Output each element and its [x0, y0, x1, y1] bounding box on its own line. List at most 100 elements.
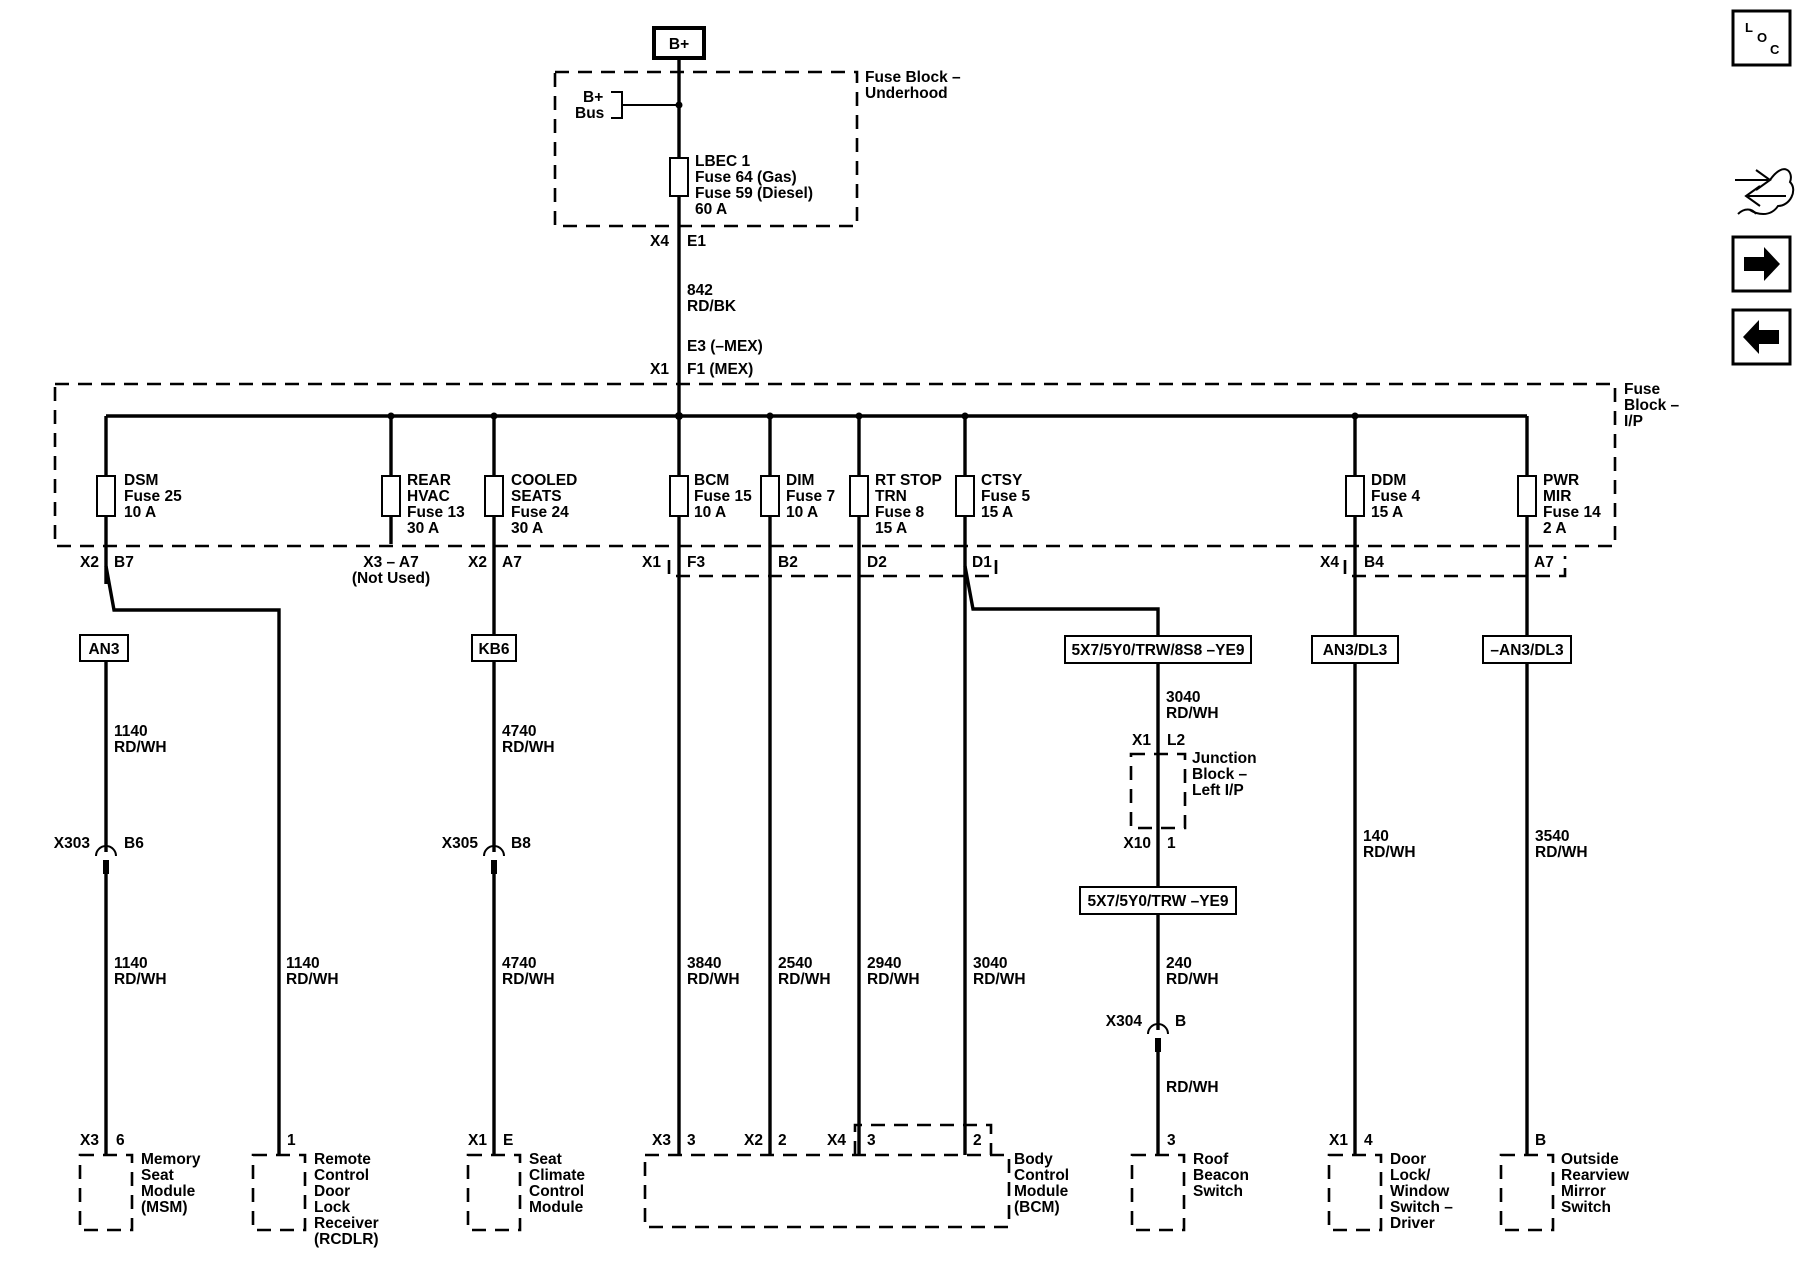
beacon-line-2: Beacon — [1193, 1167, 1249, 1184]
bcm-conn-x4: X4 — [827, 1132, 846, 1149]
ctsy-circuit: 3040 — [973, 955, 1007, 972]
mirror-line-3: Mirror — [1561, 1183, 1606, 1200]
rtstop-pin: D2 — [867, 554, 887, 571]
fuse-rear-hvac: REAR HVAC Fuse 13 30 A X3 – A7 (Not Used… — [352, 416, 465, 587]
cooled-line-2: SEATS — [511, 488, 562, 505]
rcdlr-line-5: Receiver — [314, 1215, 379, 1232]
loc-letter-l: L — [1745, 20, 1753, 35]
beacon-line-3: Switch — [1193, 1183, 1243, 1200]
hvac-conn: X3 – A7 — [363, 554, 418, 571]
dsm-conn: X2 — [80, 554, 99, 571]
fuse-block-ip: Fuse Block – I/P — [53, 381, 1680, 548]
beacon-pin: 3 — [1167, 1132, 1176, 1149]
junction-conn-x10: X10 — [1123, 835, 1151, 852]
option-kb6-box — [471, 634, 517, 662]
ddm-conn: X4 — [1320, 554, 1339, 571]
rtstop-line-1: RT STOP — [875, 472, 942, 489]
cooled-pin: A7 — [502, 554, 522, 571]
arrow-left-icon[interactable] — [1731, 308, 1792, 366]
dsm-upper-color: RD/WH — [114, 739, 167, 756]
msm-conn: X3 — [80, 1132, 99, 1149]
bcm-conn-x2: X2 — [744, 1132, 763, 1149]
mirror-line-1: Outside — [1561, 1151, 1619, 1168]
dim-pin: B2 — [778, 554, 798, 571]
bcm-line-1: Body — [1014, 1151, 1053, 1168]
mirror-pin: B — [1535, 1132, 1546, 1149]
mirror-circuit: 3540 — [1535, 828, 1569, 845]
lbec-line-2: Fuse 64 (Gas) — [695, 169, 797, 186]
lbec-fuse — [669, 157, 689, 197]
dsm-line-2: Fuse 25 — [124, 488, 182, 505]
x304-pin: B — [1175, 1013, 1186, 1030]
rcdlr-circuit: 1140 — [286, 955, 320, 972]
option-an3-box — [79, 634, 129, 662]
fuse-dsm: DSM Fuse 25 10 A X2 B7 — [80, 416, 182, 584]
x303-pin: B6 — [124, 835, 144, 852]
option-junction-box — [1079, 886, 1237, 915]
ip-title-1: Fuse — [1624, 381, 1661, 398]
bcm-fuse-conn: X1 — [642, 554, 661, 571]
door-conn: X1 — [1329, 1132, 1348, 1149]
pwrmir-pin: A7 — [1534, 554, 1554, 571]
beacon-mid-circuit: 240 — [1166, 955, 1192, 972]
fuse-dim: DIM Fuse 7 10 A B2 — [760, 416, 835, 1155]
bus-label-1: B+ — [583, 89, 603, 106]
ctsy-color: RD/WH — [973, 971, 1026, 988]
location-icon[interactable]: L O C — [1731, 9, 1792, 67]
cooled-line-4: 30 A — [511, 520, 543, 537]
ddm-circuit: 140 — [1363, 828, 1389, 845]
scm-line-4: Module — [529, 1199, 584, 1216]
x305-pin: B8 — [511, 835, 531, 852]
feed-wire-labels: 842 RD/BK E3 (–MEX) X1 F1 (MEX) — [650, 282, 763, 378]
arrow-right-icon[interactable] — [1731, 235, 1792, 293]
mirror-line-4: Switch — [1561, 1199, 1611, 1216]
hvac-line-3: Fuse 13 — [407, 504, 465, 521]
dsm-branch: AN3 1140 RD/WH X303 B6 1140 RD/WH 1140 R… — [54, 565, 339, 1155]
scm-pin: E — [503, 1132, 513, 1149]
schematic-flow-icon[interactable] — [1735, 168, 1795, 215]
dsm-pin: B7 — [114, 554, 134, 571]
seat-climate-control-module: X1 E Seat Climate Control Module — [466, 1132, 585, 1232]
fuse-bcm: BCM Fuse 15 10 A X1 F3 — [642, 416, 752, 1155]
x305-label: X305 — [442, 835, 479, 852]
outside-mirror-switch: B Outside Rearview Mirror Switch — [1499, 1132, 1630, 1232]
battery-source: B+ — [652, 26, 706, 60]
bcm-conn-x3: X3 — [652, 1132, 671, 1149]
ctsy-line-2: Fuse 5 — [981, 488, 1030, 505]
cooled-conn: X2 — [468, 554, 487, 571]
cooled-line-3: Fuse 24 — [511, 504, 569, 521]
rcdlr-line-3: Door — [314, 1183, 350, 1200]
cooled-upper-color: RD/WH — [502, 739, 555, 756]
door-line-2: Lock/ — [1390, 1167, 1431, 1184]
bcm-fuse-line-1: BCM — [694, 472, 729, 489]
bcm-fuse-line-2: Fuse 15 — [694, 488, 752, 505]
dim-line-2: Fuse 7 — [786, 488, 835, 505]
ctsy-pin: D1 — [972, 554, 992, 571]
dsm-lower-color: RD/WH — [114, 971, 167, 988]
option-not-an3dl3-label: –AN3/DL3 — [1490, 642, 1564, 659]
rtstop-line-2: TRN — [875, 488, 907, 505]
option-ctsy-label: 5X7/5Y0/TRW/8S8 –YE9 — [1072, 642, 1245, 659]
ctsy-beacon-branch: 5X7/5Y0/TRW/8S8 –YE9 3040 RD/WH X1 L2 Ju… — [963, 565, 1257, 1155]
beacon-low-color: RD/WH — [1166, 1079, 1219, 1096]
lbec-line-1: LBEC 1 — [695, 153, 751, 170]
bcm-fuse-pin: F3 — [687, 554, 705, 571]
feed-conn-x1: X1 — [650, 361, 669, 378]
rtstop-line-4: 15 A — [875, 520, 907, 537]
cooled-branch: KB6 4740 RD/WH X305 B8 4740 RD/WH — [442, 634, 555, 1155]
fuse-cooled-seats: COOLED SEATS Fuse 24 30 A X2 A7 — [468, 416, 577, 640]
body-control-module: X3 3 X2 2 X4 3 2 Body Control Module (BC… — [643, 1123, 1069, 1229]
bcm-line-2: Control — [1014, 1167, 1069, 1184]
ctsy-line-3: 15 A — [981, 504, 1013, 521]
cooled-line-1: COOLED — [511, 472, 577, 489]
bcm-pin-2b: 2 — [973, 1132, 982, 1149]
scm-line-1: Seat — [529, 1151, 562, 1168]
mirror-color: RD/WH — [1535, 844, 1588, 861]
lbec-line-3: Fuse 59 (Diesel) — [695, 185, 813, 202]
loc-letter-o: O — [1757, 30, 1767, 45]
rtstop-line-3: Fuse 8 — [875, 504, 924, 521]
rtstop-circuit: 2940 — [867, 955, 901, 972]
dsm-upper-circuit: 1140 — [114, 723, 148, 740]
door-line-1: Door — [1390, 1151, 1426, 1168]
